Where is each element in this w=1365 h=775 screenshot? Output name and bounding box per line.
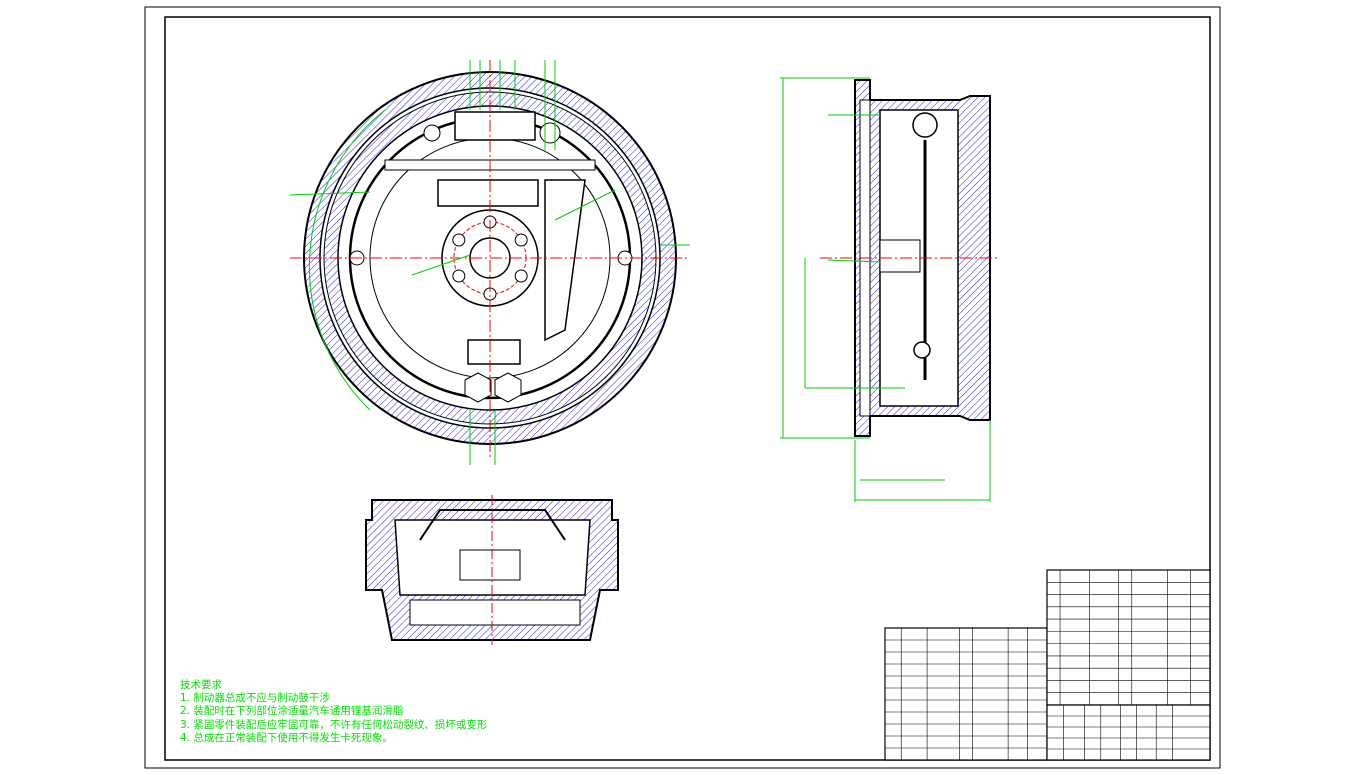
table-frame bbox=[884, 627, 1048, 761]
bolt-hole bbox=[514, 233, 528, 247]
bolt-hole bbox=[452, 269, 466, 283]
bolt-hole bbox=[452, 233, 466, 247]
requirement-item: 1. 制动器总成不应与制动鼓干涉 bbox=[180, 692, 330, 705]
bolt-hole bbox=[514, 269, 528, 283]
outer-frame bbox=[144, 6, 1221, 769]
inner-frame bbox=[164, 16, 1211, 761]
requirement-item: 4. 总成在正常装配下使用不得发生卡死现象。 bbox=[180, 731, 393, 744]
side-view bbox=[780, 77, 1000, 502]
title-block-and-parts-list bbox=[884, 569, 1211, 761]
requirement-item: 3. 紧固零件装配后应牢固可靠，不许有任何松动裂纹、损坏或变形 bbox=[180, 718, 488, 731]
requirement-item: 2. 装配时在下列部位涂适量汽车通用锂基润滑脂 bbox=[180, 705, 404, 718]
front-view bbox=[289, 60, 690, 465]
requirements-title: 技术要求 bbox=[180, 679, 222, 691]
table-frame bbox=[1046, 569, 1211, 706]
section-view bbox=[365, 495, 619, 645]
table-frame bbox=[1046, 704, 1211, 761]
technical-requirements: 技术要求 1. 制动器总成不应与制动鼓干涉 2. 装配时在下列部位涂适量汽车通用… bbox=[180, 679, 487, 745]
